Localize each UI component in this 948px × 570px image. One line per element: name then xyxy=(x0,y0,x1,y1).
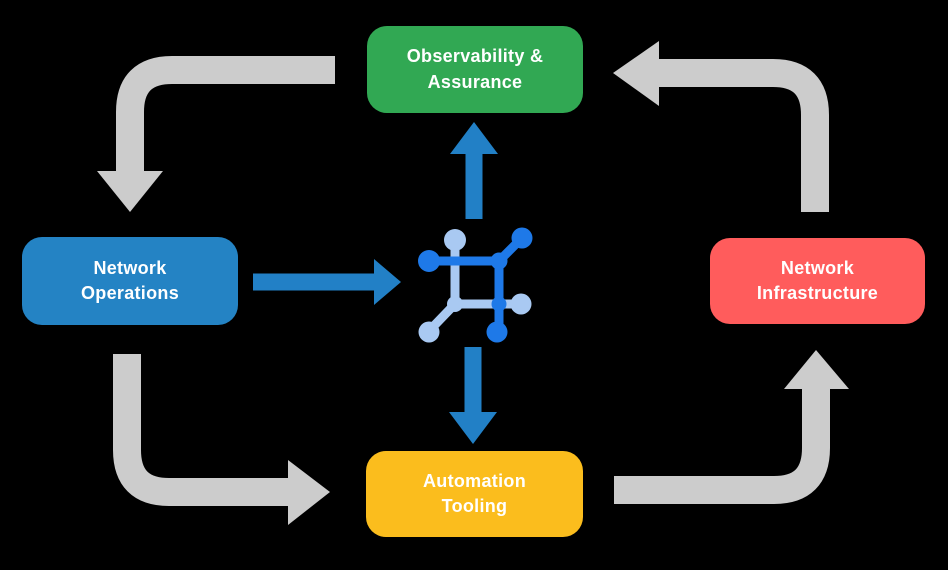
network-platform-icon-light-nodes xyxy=(418,229,532,343)
network-platform-icon xyxy=(418,227,533,343)
node-automation-tooling: Automation Tooling xyxy=(366,451,583,537)
arrow-observability-to-operations xyxy=(97,56,335,212)
arrow-infrastructure-to-observability xyxy=(613,41,829,212)
node-network-infrastructure-label: Network Infrastructure xyxy=(756,257,879,303)
node-network-infrastructure: Network Infrastructure xyxy=(710,238,925,324)
arrow-operations-to-icon xyxy=(253,259,401,305)
arrow-icon-to-tooling xyxy=(449,347,497,444)
network-platform-icon-dark-nodes xyxy=(418,227,533,343)
node-network-operations-label: Network Operations xyxy=(80,257,180,303)
node-automation-tooling-label: Automation Tooling xyxy=(423,470,526,516)
arrow-operations-to-tooling xyxy=(113,354,330,525)
arrow-icon-to-observability xyxy=(450,122,498,219)
node-network-operations: Network Operations xyxy=(22,237,238,325)
arrow-tooling-to-infrastructure xyxy=(614,350,849,504)
node-observability-assurance-label: Observability & Assurance xyxy=(406,46,544,92)
node-observability-assurance: Observability & Assurance xyxy=(367,26,583,113)
